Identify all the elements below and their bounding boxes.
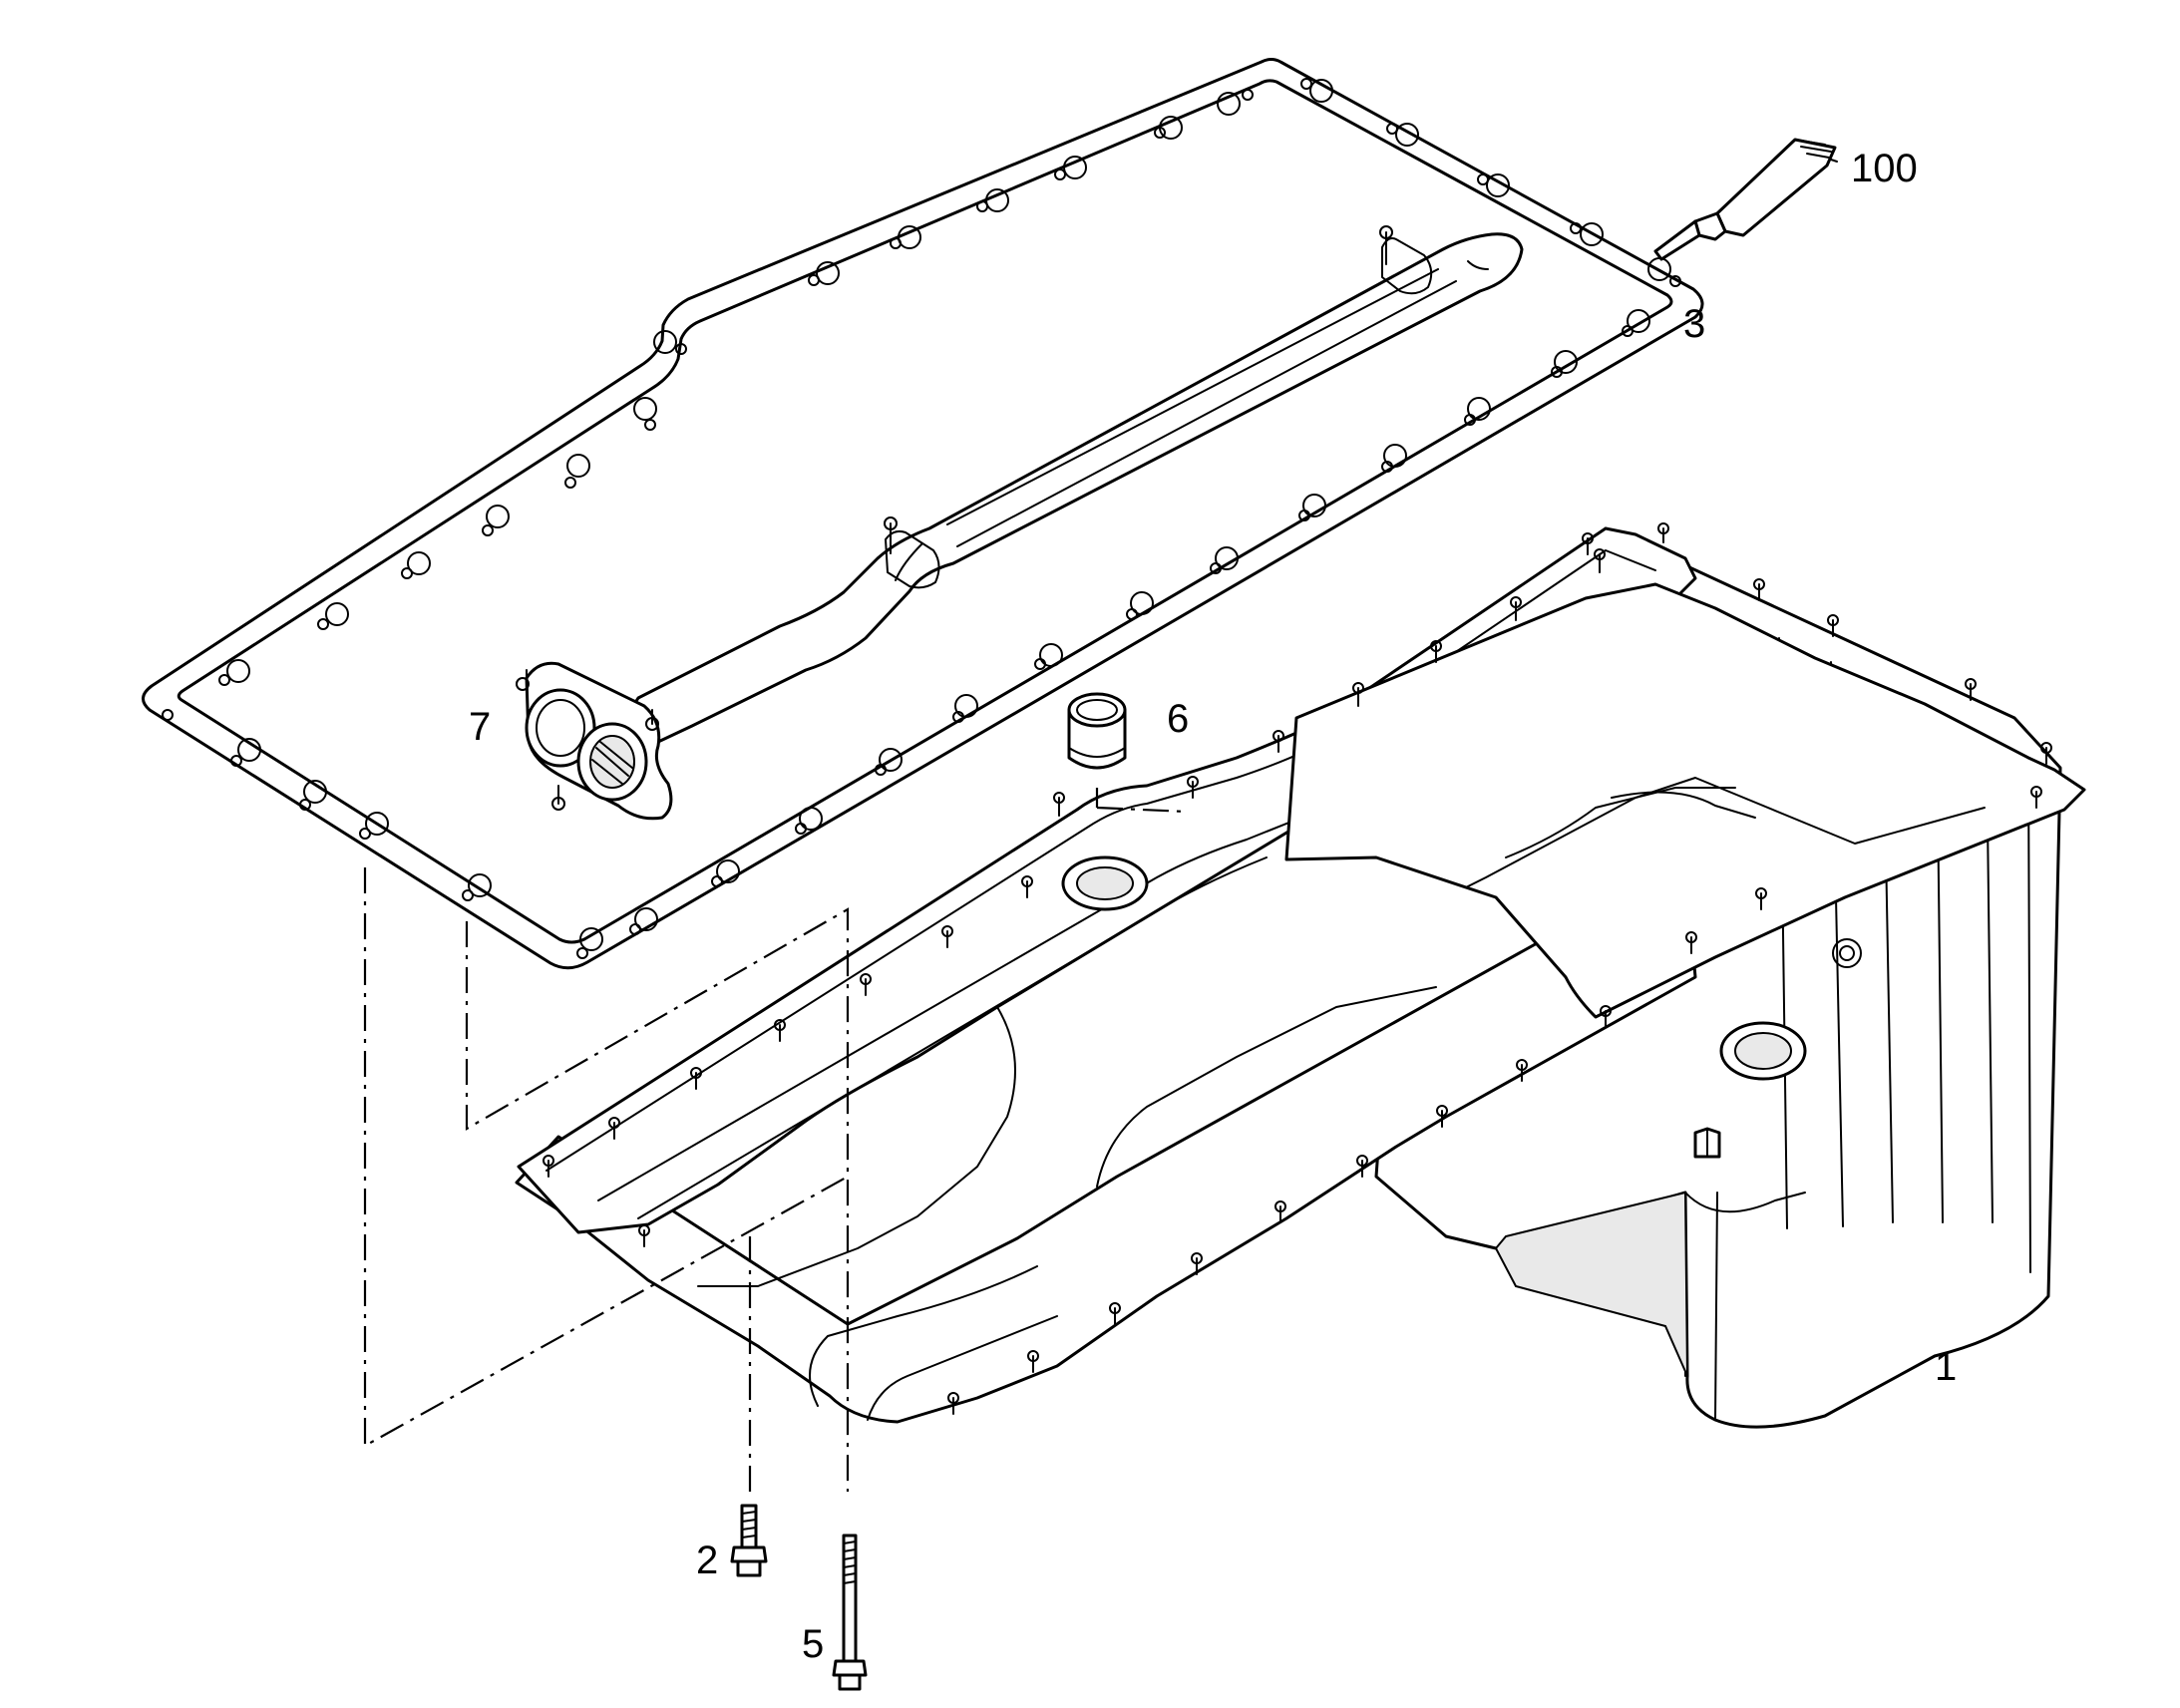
- seal-ring: [1067, 692, 1127, 770]
- oil-pan-studs: [543, 522, 2052, 1415]
- callout-oil-pan: 1: [1935, 1345, 1957, 1389]
- bolt-long: [832, 1534, 868, 1691]
- callout-seal-ring: 6: [1167, 697, 1189, 741]
- leader-lines: [1830, 159, 1838, 163]
- gasket-bolt-holes: [162, 78, 1681, 959]
- oil-pan: [515, 522, 2086, 1429]
- oil-pickup-tube: [516, 225, 1524, 821]
- sealant-tube: [1653, 138, 1837, 261]
- callout-gasket: 3: [1683, 302, 1705, 346]
- callout-bolt-short: 2: [696, 1538, 718, 1582]
- assembly-lines: [363, 788, 1188, 1496]
- callout-bolt-long: 5: [802, 1622, 824, 1666]
- bolt-short: [730, 1504, 768, 1577]
- callout-sealant-tube: 100: [1851, 147, 1918, 190]
- callout-oil-pickup-tube: 7: [469, 705, 491, 749]
